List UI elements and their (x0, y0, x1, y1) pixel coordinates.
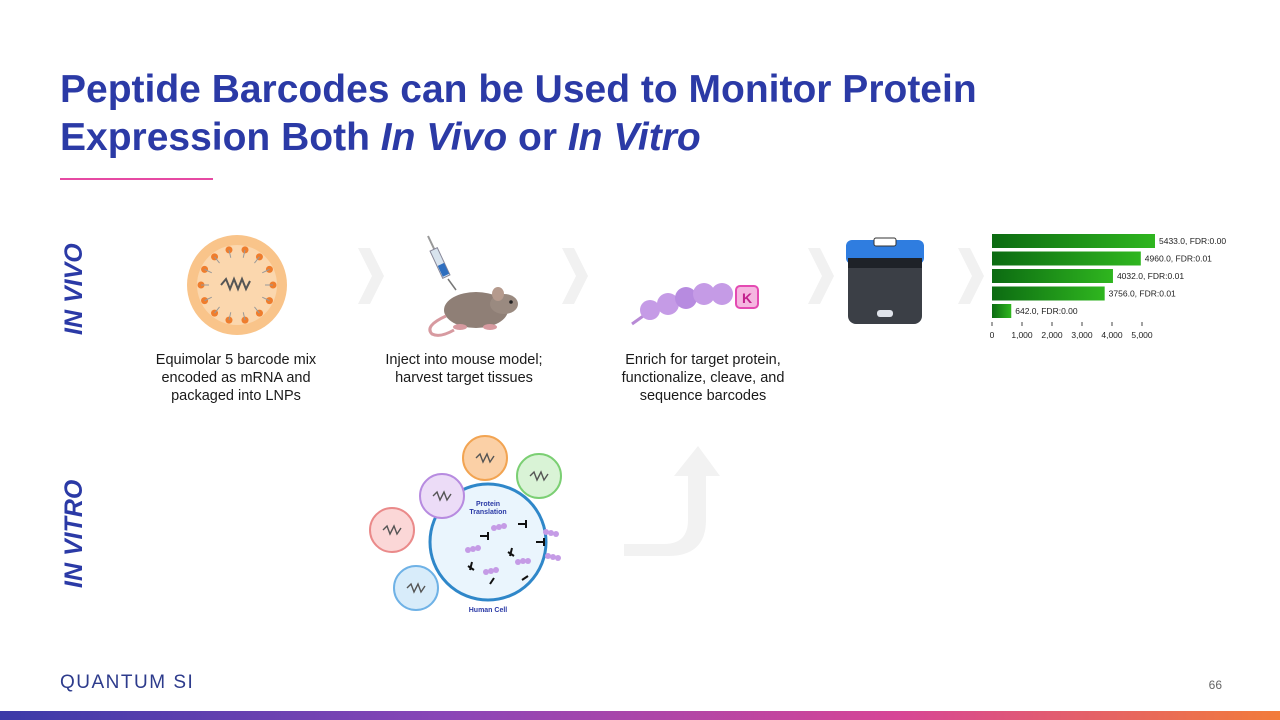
lnp-green-icon (516, 453, 562, 499)
lnp-purple-icon (419, 473, 465, 519)
quantum-si-logo: QUANTUM SI (60, 672, 195, 693)
chevron-arrow-icon (808, 248, 834, 304)
bar-4 (992, 304, 1012, 318)
cell-translation-diagram: Protein Translation Human Cell (369, 435, 562, 614)
lnp-blue-icon (393, 565, 439, 611)
page-number: 66 (1208, 678, 1222, 692)
in-vitro-label: IN VITRO (60, 479, 88, 588)
chevron-arrow-icon (562, 248, 588, 304)
x-tick-label-5: 5,000 (1131, 330, 1153, 340)
mouse-model-icon (427, 235, 518, 337)
step2-caption: Inject into mouse model; harvest target … (385, 352, 543, 386)
bar-0 (992, 234, 1155, 248)
return-arrow-icon (624, 446, 720, 556)
step3-caption: Enrich for target protein, functionalize… (621, 352, 785, 404)
peptide-chain-icon: K (631, 283, 759, 326)
chevron-arrow-icon (958, 248, 984, 304)
syringe-icon (427, 235, 457, 291)
x-tick-label-0: 0 (990, 330, 995, 340)
human-cell-label: Human Cell (469, 607, 508, 614)
bar-label-2: 4032.0, FDR:0.01 (1117, 271, 1184, 281)
title-accent-rule (60, 178, 213, 180)
bar-label-4: 642.0, FDR:0.00 (1015, 306, 1078, 316)
x-tick-label-1: 1,000 (1011, 330, 1033, 340)
bar-label-1: 4960.0, FDR:0.01 (1145, 254, 1212, 264)
bar-label-0: 5433.0, FDR:0.00 (1159, 236, 1226, 246)
protein-translation-label: Protein (476, 501, 500, 508)
protein-translation-label-2: Translation (469, 509, 506, 516)
sequencer-device-icon (846, 237, 924, 324)
x-tick-label-2: 2,000 (1041, 330, 1063, 340)
kinase-k-label: K (742, 290, 752, 306)
bar-2 (992, 269, 1113, 283)
x-tick-label-4: 4,000 (1101, 330, 1123, 340)
title-in-vitro: In Vitro (567, 116, 701, 159)
footer-gradient-bar (0, 711, 1280, 720)
barcode-counts-chart: 5433.0, FDR:0.00 4960.0, FDR:0.01 4032.0, … (990, 234, 1226, 340)
lnp-red-icon (369, 507, 415, 553)
lnp-orange-icon (462, 435, 508, 481)
lnp-nanoparticle-icon (187, 235, 287, 335)
bar-label-3: 3756.0, FDR:0.01 (1109, 289, 1176, 299)
title-line-1: Peptide Barcodes can be Used to Monitor … (60, 68, 977, 111)
title-line-2c: or (507, 116, 568, 159)
slide-title: Peptide Barcodes can be Used to Monitor … (60, 66, 1160, 162)
title-in-vivo: In Vivo (380, 116, 508, 159)
title-line-2a: Expression Both (60, 116, 381, 159)
x-tick-label-3: 3,000 (1071, 330, 1093, 340)
in-vivo-label: IN VIVO (60, 243, 88, 335)
bar-3 (992, 286, 1105, 301)
step1-caption: Equimolar 5 barcode mix encoded as mRNA … (155, 352, 317, 404)
bar-1 (992, 251, 1141, 266)
chevron-arrow-icon (358, 248, 384, 304)
